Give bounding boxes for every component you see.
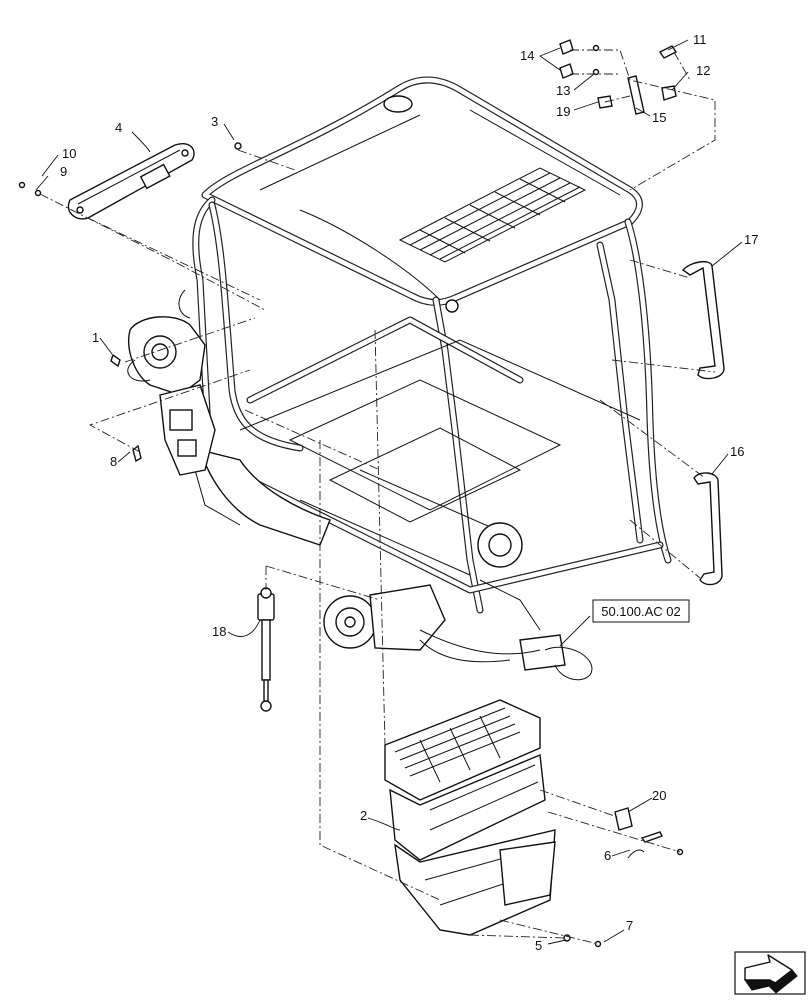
callout-17: 17 <box>744 232 758 247</box>
callout-10: 10 <box>62 146 76 161</box>
clip-part-20 <box>614 807 633 831</box>
leader-lines <box>35 39 743 945</box>
callout-7: 7 <box>626 918 633 933</box>
sun-visor-part-4 <box>67 143 195 220</box>
roof-vent-grille <box>398 167 587 263</box>
cab-frame <box>192 76 672 614</box>
callout-19: 19 <box>556 104 570 119</box>
hvac-unit-part-2 <box>384 699 556 936</box>
reference-box-label[interactable]: 50.100.AC 02 <box>601 604 681 619</box>
next-page-arrow-icon[interactable] <box>734 951 806 995</box>
callout-3: 3 <box>211 114 218 129</box>
callout-6: 6 <box>604 848 611 863</box>
gas-strut-part-18 <box>257 587 275 712</box>
fastener-part-3 <box>234 142 242 150</box>
clip-part-14a <box>559 39 574 55</box>
fastener-part-1 <box>110 353 121 368</box>
callout-20: 20 <box>652 788 666 803</box>
callout-4: 4 <box>115 120 122 135</box>
assembly-lines <box>39 49 716 945</box>
callout-13: 13 <box>556 83 570 98</box>
callout-9: 9 <box>60 164 67 179</box>
grab-handle-part-16 <box>693 472 723 586</box>
left-side-equipment <box>127 289 216 476</box>
screw-part-11 <box>658 45 678 59</box>
grab-handle-part-17 <box>681 260 725 380</box>
callout-8: 8 <box>110 454 117 469</box>
callout-14: 14 <box>520 48 534 63</box>
callout-18: 18 <box>212 624 226 639</box>
bracket-part-6b <box>627 849 645 859</box>
callout-12: 12 <box>696 63 710 78</box>
callout-1: 1 <box>92 330 99 345</box>
screw-part-7 <box>594 940 602 948</box>
plate-part-15 <box>627 75 645 115</box>
clip-part-14b <box>559 63 574 79</box>
washer-part-9 <box>34 189 42 197</box>
reference-box[interactable]: 50.100.AC 02 <box>592 599 690 623</box>
callout-labels: 1 2 3 4 5 6 7 8 9 10 11 12 13 14 15 16 1… <box>60 32 758 953</box>
callout-5: 5 <box>535 938 542 953</box>
screw-part-10 <box>18 181 26 189</box>
callout-15: 15 <box>652 110 666 125</box>
callout-11: 11 <box>693 32 707 47</box>
callout-16: 16 <box>730 444 744 459</box>
lower-blower-assembly <box>323 522 593 681</box>
bracket-part-6a <box>640 831 663 843</box>
top-right-hardware <box>559 39 678 115</box>
callout-2: 2 <box>360 808 367 823</box>
screw-part-8 <box>132 444 142 463</box>
